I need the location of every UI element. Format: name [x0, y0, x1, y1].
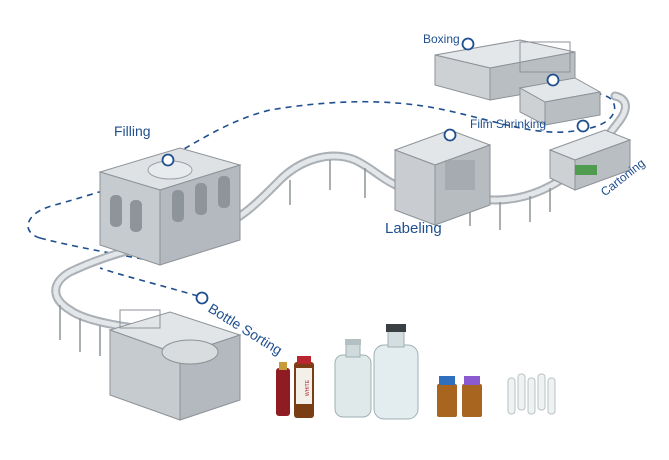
label-boxing: Boxing: [423, 32, 460, 46]
cartoning-machine: [548, 129, 632, 191]
glass-bottle-large: [373, 324, 419, 420]
station-markers: [161, 37, 590, 305]
labeling-machine: [393, 129, 492, 226]
vial-blue-cap: [437, 376, 457, 417]
oral-liquid-bottle-red: [276, 362, 290, 416]
glass-bottle-medium: [334, 339, 372, 418]
bottle-label-text: WHITE: [305, 379, 311, 396]
filling-machine: [98, 147, 242, 266]
label-filling: Filling: [114, 123, 151, 139]
process-path-lower: [39, 237, 161, 263]
marker-cartoning: [576, 119, 590, 133]
label-labeling: Labeling: [385, 220, 442, 237]
bottle-sorting-machine: [108, 309, 242, 421]
marker-boxing: [461, 37, 475, 51]
marker-bottle-sorting: [195, 291, 209, 305]
ampoules: [507, 373, 556, 415]
marker-film-shrinking: [546, 73, 560, 87]
vial-purple-cap: [462, 376, 482, 417]
oral-liquid-bottle-white-label: WHITE: [294, 356, 314, 418]
label-film-shrinking: Film Shrinking: [470, 117, 547, 131]
film-shrinking-machine: [518, 77, 602, 126]
marker-labeling: [443, 128, 457, 142]
process-path-sorting: [99, 267, 199, 297]
marker-filling: [161, 153, 175, 167]
